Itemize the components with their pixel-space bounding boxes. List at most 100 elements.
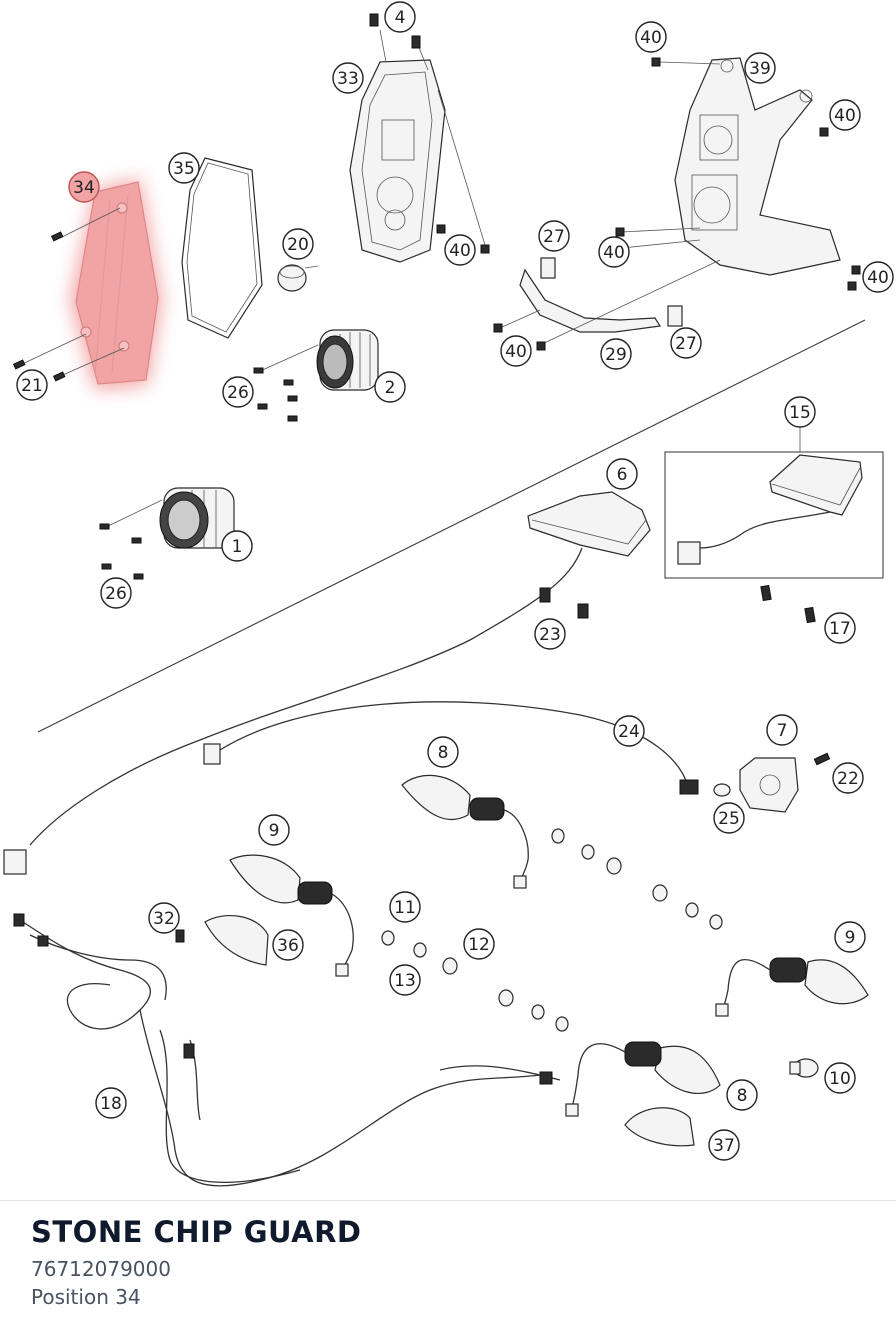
callout-32[interactable]: 32 xyxy=(148,902,180,934)
headlight-gasket xyxy=(181,157,263,339)
bulb-10 xyxy=(789,1058,819,1078)
callout-29[interactable]: 29 xyxy=(600,338,632,370)
turn-signal-9-right xyxy=(715,957,869,1017)
callout-label: 25 xyxy=(718,809,740,829)
wiring-harness-18 xyxy=(13,913,561,1187)
callout-label: 40 xyxy=(603,243,625,263)
headlight-bracket xyxy=(615,57,861,291)
washers-and-nuts xyxy=(381,828,723,1032)
callout-17[interactable]: 17 xyxy=(824,612,856,644)
callout-25[interactable]: 25 xyxy=(713,802,745,834)
callout-label: 27 xyxy=(543,227,565,247)
lens-cover-37 xyxy=(624,1107,695,1147)
callout-label: 8 xyxy=(737,1086,748,1106)
callout-40[interactable]: 40 xyxy=(500,335,532,367)
callout-8[interactable]: 8 xyxy=(427,736,459,768)
screw-set-26-upper xyxy=(253,344,319,422)
callout-label: 20 xyxy=(287,235,309,255)
callout-label: 15 xyxy=(789,403,811,423)
callout-1[interactable]: 1 xyxy=(221,530,253,562)
callout-33[interactable]: 33 xyxy=(332,62,364,94)
part-name: STONE CHIP GUARD xyxy=(31,1215,362,1249)
turn-signal-9-left xyxy=(229,854,354,977)
callout-26[interactable]: 26 xyxy=(222,376,254,408)
callout-6[interactable]: 6 xyxy=(606,458,638,490)
stone-chip-guard-highlighted[interactable] xyxy=(59,178,162,390)
callout-23[interactable]: 23 xyxy=(534,618,566,650)
callout-40[interactable]: 40 xyxy=(635,21,667,53)
callout-9[interactable]: 9 xyxy=(258,814,290,846)
callout-label: 12 xyxy=(468,935,490,955)
callout-label: 6 xyxy=(617,465,628,485)
rear-light-15 xyxy=(677,454,863,565)
callout-35[interactable]: 35 xyxy=(168,152,200,184)
turn-signal-8-lower xyxy=(565,1041,721,1117)
headlight-housing xyxy=(349,13,490,263)
callout-label: 9 xyxy=(269,821,280,841)
callout-label: 1 xyxy=(232,537,243,557)
callout-label: 26 xyxy=(227,383,249,403)
callout-label: 36 xyxy=(277,936,299,956)
adjuster-knob xyxy=(277,264,319,292)
callout-40[interactable]: 40 xyxy=(598,236,630,268)
callout-40[interactable]: 40 xyxy=(444,234,476,266)
callout-2[interactable]: 2 xyxy=(374,371,406,403)
callout-label: 34 xyxy=(73,178,95,198)
exploded-parts-diagram: 3435334403940404040402027272126229156126… xyxy=(3,1,894,1187)
callout-36[interactable]: 36 xyxy=(272,929,304,961)
callout-label: 40 xyxy=(834,106,856,126)
callout-label: 2 xyxy=(385,378,396,398)
callout-label: 24 xyxy=(618,722,640,742)
callout-4[interactable]: 4 xyxy=(384,1,416,33)
callout-label: 7 xyxy=(777,721,788,741)
auxiliary-lamp-2 xyxy=(316,329,379,391)
callout-39[interactable]: 39 xyxy=(744,52,776,84)
callout-label: 40 xyxy=(867,268,889,288)
callout-27[interactable]: 27 xyxy=(538,220,570,252)
callout-20[interactable]: 20 xyxy=(282,228,314,260)
callout-24[interactable]: 24 xyxy=(613,715,645,747)
callout-40[interactable]: 40 xyxy=(829,99,861,131)
callout-26[interactable]: 26 xyxy=(100,577,132,609)
callout-label: 21 xyxy=(21,376,43,396)
callout-12[interactable]: 12 xyxy=(463,928,495,960)
callout-18[interactable]: 18 xyxy=(95,1087,127,1119)
callout-label: 13 xyxy=(394,971,416,991)
callout-label: 33 xyxy=(337,69,359,89)
callout-10[interactable]: 10 xyxy=(824,1062,856,1094)
callout-34[interactable]: 34 xyxy=(68,171,100,203)
callout-37[interactable]: 37 xyxy=(708,1129,740,1161)
callout-label: 10 xyxy=(829,1069,851,1089)
callout-27[interactable]: 27 xyxy=(670,327,702,359)
callout-label: 27 xyxy=(675,334,697,354)
part-position: Position 34 xyxy=(31,1285,141,1309)
callout-label: 9 xyxy=(845,928,856,948)
lamp-holder-7 xyxy=(713,752,831,813)
callout-label: 40 xyxy=(505,342,527,362)
callout-label: 32 xyxy=(153,909,175,929)
callout-15[interactable]: 15 xyxy=(784,396,816,428)
callout-label: 22 xyxy=(837,769,859,789)
callout-label: 35 xyxy=(173,159,195,179)
screw-set-26-lower xyxy=(99,499,163,580)
callout-13[interactable]: 13 xyxy=(389,964,421,996)
part-15-box xyxy=(664,451,884,579)
callout-9[interactable]: 9 xyxy=(834,921,866,953)
screw-set-21 xyxy=(12,231,125,382)
callout-label: 40 xyxy=(640,28,662,48)
rear-light-6 xyxy=(3,491,651,875)
screw-set-17 xyxy=(760,584,816,624)
callout-label: 17 xyxy=(829,619,851,639)
callout-8[interactable]: 8 xyxy=(726,1079,758,1111)
callout-11[interactable]: 11 xyxy=(389,891,421,923)
screw-set-23 xyxy=(539,587,589,619)
callout-7[interactable]: 7 xyxy=(766,714,798,746)
callout-label: 29 xyxy=(605,345,627,365)
callout-21[interactable]: 21 xyxy=(16,369,48,401)
part-number: 76712079000 xyxy=(31,1257,171,1281)
callout-22[interactable]: 22 xyxy=(832,762,864,794)
lens-cover-36 xyxy=(204,914,269,966)
auxiliary-lamp-1 xyxy=(159,487,235,549)
callout-40[interactable]: 40 xyxy=(862,261,894,293)
section-divider-line xyxy=(37,319,866,733)
